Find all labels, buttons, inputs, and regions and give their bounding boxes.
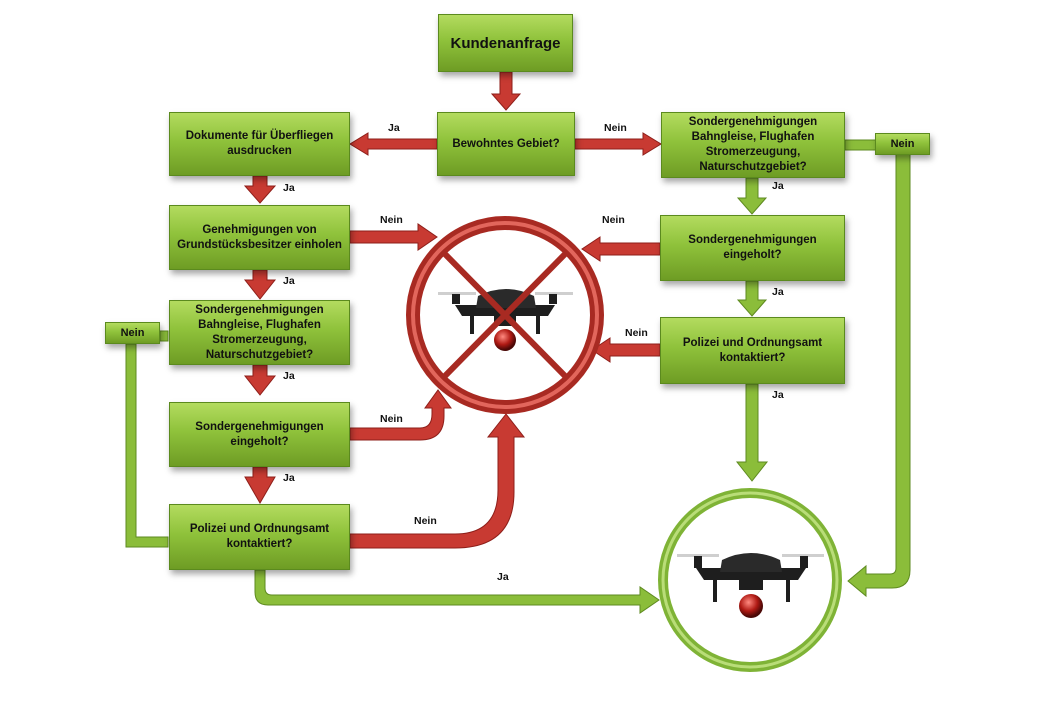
node-print-docs: Dokumente für Überfliegen ausdrucken bbox=[169, 112, 350, 176]
arrow-special-right-ja bbox=[736, 177, 768, 215]
arrow-print-down bbox=[243, 175, 277, 204]
node-obtained-left: Sondergenehmigungen eingeholt? bbox=[169, 402, 350, 467]
label-ja-print: Ja bbox=[283, 182, 295, 194]
label-ja-police-right: Ja bbox=[772, 389, 784, 401]
arrow-police-right-nein bbox=[591, 337, 661, 363]
arrow-inhabited-nein bbox=[574, 132, 662, 156]
drone-approved-icon bbox=[658, 488, 842, 672]
arrow-obtained-left-nein bbox=[349, 389, 452, 441]
arrow-right-nein-loop bbox=[847, 153, 911, 598]
node-special-left: Sondergenehmigungen Bahngleise, Flughafe… bbox=[169, 300, 350, 365]
label-ja-police-left: Ja bbox=[497, 571, 509, 583]
label-nein-police-right: Nein bbox=[625, 327, 648, 339]
arrow-police-right-ja bbox=[735, 383, 769, 482]
label-ja-inhabited: Ja bbox=[388, 122, 400, 134]
arrow-police-left-nein bbox=[349, 413, 526, 549]
label-nein-inhabited: Nein bbox=[604, 122, 627, 134]
label-ja-special-left: Ja bbox=[283, 370, 295, 382]
arrow-special-left-down bbox=[243, 364, 277, 396]
label-nein-obtained-right: Nein bbox=[602, 214, 625, 226]
label-ja-special-right: Ja bbox=[772, 180, 784, 192]
arrow-obtained-left-down bbox=[244, 466, 276, 505]
node-nein-tag-right: Nein bbox=[875, 133, 930, 155]
arrow-special-right-nein bbox=[844, 139, 877, 151]
arrow-obtained-right-nein bbox=[581, 236, 661, 262]
node-start: Kundenanfrage bbox=[438, 14, 573, 72]
node-inhabited: Bewohntes Gebiet? bbox=[437, 112, 575, 176]
drone-forbidden-icon bbox=[406, 216, 604, 414]
label-ja-owner: Ja bbox=[283, 275, 295, 287]
arrow-obtained-right-ja bbox=[736, 280, 768, 317]
arrow-left-nein-loop bbox=[159, 330, 169, 342]
label-ja-obtained-right: Ja bbox=[772, 286, 784, 298]
arrow-left-nein-loop-down bbox=[125, 343, 169, 548]
arrow-inhabited-ja bbox=[349, 132, 438, 156]
arrow-police-left-ja bbox=[254, 569, 660, 614]
node-owner-permits: Genehmigungen von Grundstücksbesitzer ei… bbox=[169, 205, 350, 270]
node-special-right: Sondergenehmigungen Bahngleise, Flughafe… bbox=[661, 112, 845, 178]
arrow-start-down bbox=[490, 71, 522, 111]
node-nein-tag-left: Nein bbox=[105, 322, 160, 344]
node-obtained-right: Sondergenehmigungen eingeholt? bbox=[660, 215, 845, 281]
label-ja-obtained-left: Ja bbox=[283, 472, 295, 484]
node-police-left: Polizei und Ordnungsamt kontaktiert? bbox=[169, 504, 350, 570]
node-police-right: Polizei und Ordnungsamt kontaktiert? bbox=[660, 317, 845, 384]
label-nein-obtained-left: Nein bbox=[380, 413, 403, 425]
arrow-owner-nein bbox=[349, 223, 438, 251]
label-nein-police-left: Nein bbox=[414, 515, 437, 527]
label-nein-owner: Nein bbox=[380, 214, 403, 226]
arrow-owner-down bbox=[243, 269, 277, 300]
